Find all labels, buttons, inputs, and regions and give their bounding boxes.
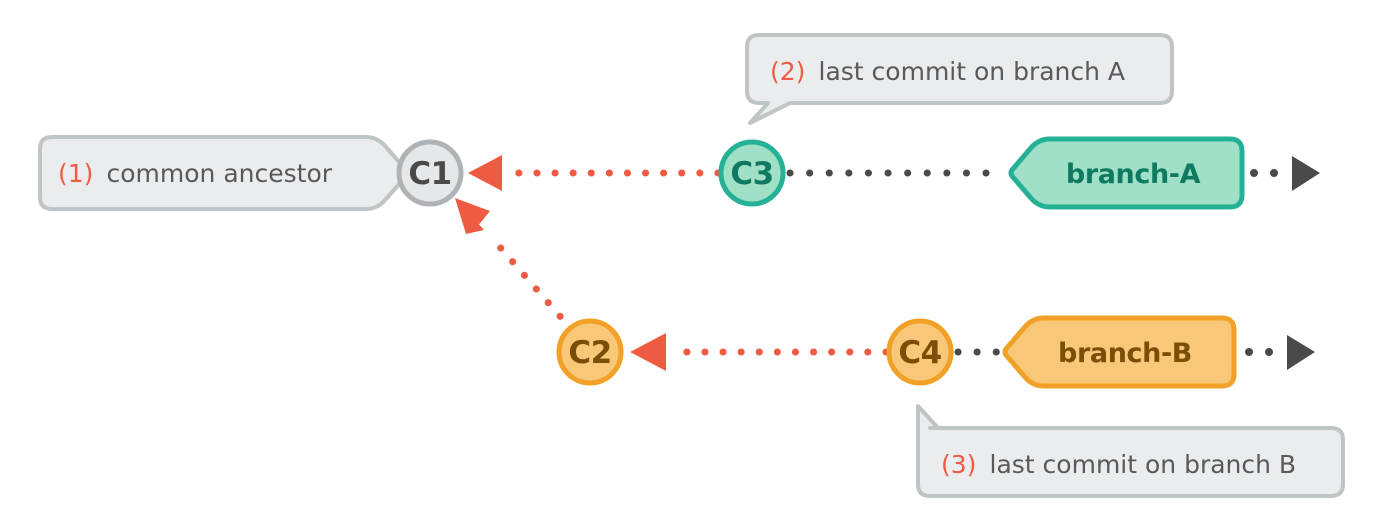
- commit-label-c1: C1: [408, 156, 451, 192]
- callout-2-text: last commit on branch A: [819, 57, 1126, 86]
- edge-c2-to-c1: [455, 198, 576, 334]
- branch-b-trail: [1245, 335, 1315, 370]
- callout-3-text: last commit on branch B: [990, 450, 1297, 479]
- commit-node-c2[interactable]: [556, 318, 624, 386]
- edge-c3-to-c1: [468, 155, 722, 191]
- commit-node-c1[interactable]: [396, 139, 464, 207]
- edge-c4-to-c2: [630, 333, 890, 371]
- callout-branch-b-shape: [916, 404, 1345, 498]
- commit-node-c4[interactable]: [886, 318, 954, 386]
- callout-1-text: common ancestor: [107, 159, 333, 188]
- branch-b-tag-shape: [1002, 315, 1237, 389]
- commit-node-c3[interactable]: [718, 139, 786, 207]
- branch-a-tag-label: branch-A: [1066, 159, 1201, 190]
- branch-b-tag-label: branch-B: [1058, 338, 1192, 369]
- callout-common-ancestor-text: (1) common ancestor: [58, 159, 333, 188]
- callout-1-number: (1): [58, 159, 93, 188]
- callout-branch-a-text: (2) last commit on branch A: [770, 57, 1125, 86]
- callout-3-number: (3): [941, 450, 976, 479]
- commit-label-c4: C4: [898, 335, 941, 371]
- callout-branch-b-text: (3) last commit on branch B: [941, 450, 1296, 479]
- commit-label-c2: C2: [568, 335, 611, 371]
- callout-branch-a-shape: [745, 33, 1174, 125]
- branch-a-trail: [1250, 156, 1320, 191]
- callout-common-ancestor-shape: [38, 135, 410, 211]
- commit-label-c3: C3: [730, 156, 773, 192]
- branch-a-tag-shape: [1008, 136, 1245, 210]
- callout-2-number: (2): [770, 57, 805, 86]
